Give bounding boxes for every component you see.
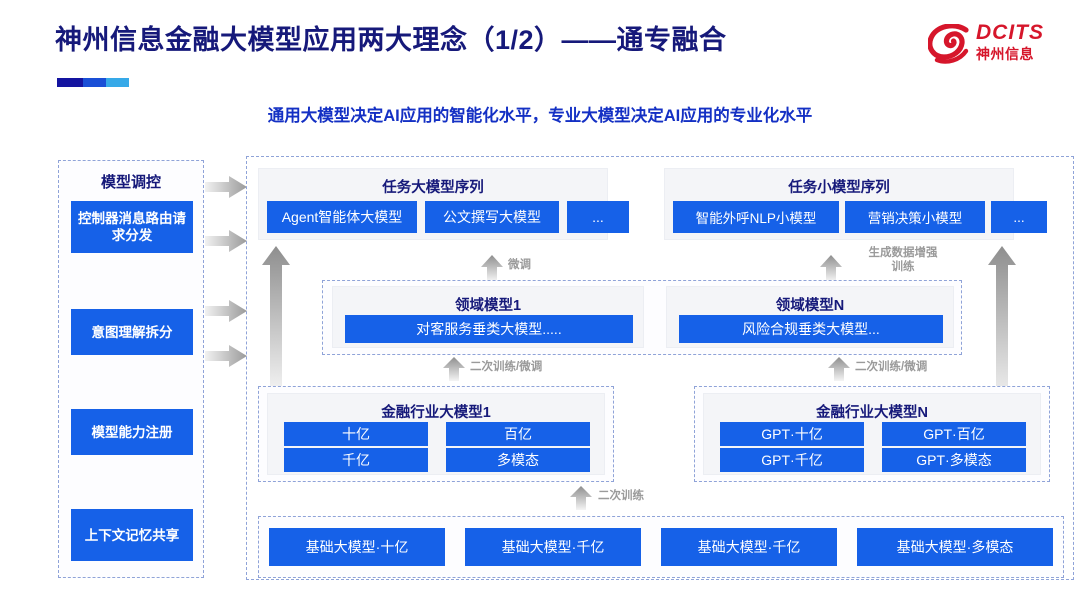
base-model-mm[interactable]: 基础大模型·多模态 — [857, 528, 1053, 566]
dcits-logo: DCITS 神州信息 — [928, 20, 1064, 72]
data-augment-arrow-icon — [820, 255, 842, 281]
page-title: 神州信息金融大模型应用两大理念（1/2）——通专融合 — [55, 25, 727, 55]
task-model-more-2[interactable]: ... — [991, 201, 1047, 233]
industry-1-item-100b[interactable]: 千亿 — [284, 448, 428, 472]
data-augment-label-line2: 训练 — [891, 261, 915, 273]
feed-arrow-icon-2 — [205, 230, 247, 252]
task-model-marketing[interactable]: 营销决策小模型 — [845, 201, 985, 233]
industry-n-item-10b[interactable]: GPT·百亿 — [882, 422, 1026, 446]
task-model-nlp-outbound[interactable]: 智能外呼NLP小模型 — [673, 201, 839, 233]
task-small-model-title: 任务小模型序列 — [788, 180, 890, 196]
industry-1-item-10b[interactable]: 百亿 — [446, 422, 590, 446]
logo-swirl-icon — [928, 24, 969, 64]
domain-model-1-item[interactable]: 对客服务垂类大模型..... — [345, 315, 633, 343]
long-flow-arrow-left-icon — [262, 246, 290, 394]
retrain-label: 二次训练 — [598, 490, 644, 502]
retrain-finetune-label-left: 二次训练/微调 — [470, 361, 543, 373]
task-large-model-panel: 任务大模型序列 Agent智能体大模型 公文撰写大模型 ... — [258, 168, 629, 240]
logo-cn-label: 神州信息 — [976, 46, 1034, 62]
industry-1-item-mm[interactable]: 多模态 — [446, 448, 590, 472]
base-model-100b[interactable]: 基础大模型·千亿 — [465, 528, 641, 566]
industry-model-n-frame: 金融行业大模型N GPT·十亿 GPT·百亿 GPT·千亿 GPT·多模态 — [694, 386, 1050, 482]
task-model-more[interactable]: ... — [567, 201, 629, 233]
domain-model-n-panel: 领域模型N 风险合规垂类大模型... — [666, 286, 954, 348]
industry-n-item-1b[interactable]: GPT·十亿 — [720, 422, 864, 446]
data-augment-label-line1: 生成数据增强 — [868, 247, 938, 259]
long-flow-arrow-right-icon — [988, 246, 1016, 406]
base-model-1b[interactable]: 基础大模型·十亿 — [269, 528, 445, 566]
industry-n-item-100b[interactable]: GPT·千亿 — [720, 448, 864, 472]
domain-model-1-panel: 领域模型1 对客服务垂类大模型..... — [332, 286, 644, 348]
domain-model-n-title: 领域模型N — [775, 298, 845, 314]
domain-model-n-item[interactable]: 风险合规垂类大模型... — [679, 315, 943, 343]
industry-model-n-panel: 金融行业大模型N GPT·十亿 GPT·百亿 GPT·千亿 GPT·多模态 — [703, 393, 1041, 475]
retrain-arrow-icon — [570, 486, 592, 510]
accent-bar — [57, 78, 129, 87]
industry-1-item-1b[interactable]: 十亿 — [284, 422, 428, 446]
industry-model-1-frame: 金融行业大模型1 十亿 百亿 千亿 多模态 — [258, 386, 614, 482]
logo-text-block: DCITS 神州信息 — [976, 22, 1044, 63]
logo-en-label: DCITS — [976, 21, 1044, 44]
architecture-frame — [246, 156, 1074, 580]
base-model-100b-2[interactable]: 基础大模型·千亿 — [661, 528, 837, 566]
control-column: 模型调控 控制器消息路由请求分发 意图理解拆分 模型能力注册 上下文记忆共享 — [58, 160, 204, 578]
control-item-intent[interactable]: 意图理解拆分 — [71, 309, 193, 355]
base-model-frame: 基础大模型·十亿 基础大模型·千亿 基础大模型·千亿 基础大模型·多模态 — [258, 516, 1064, 578]
industry-model-n-title: 金融行业大模型N — [816, 405, 928, 421]
page-subtitle: 通用大模型决定AI应用的智能化水平，专业大模型决定AI应用的专业化水平 — [267, 107, 813, 125]
feed-arrow-icon-4 — [205, 345, 247, 367]
industry-n-item-mm[interactable]: GPT·多模态 — [882, 448, 1026, 472]
control-column-title: 模型调控 — [100, 174, 161, 191]
retrain-finetune-arrow-right-icon — [828, 357, 850, 381]
task-small-model-panel: 任务小模型序列 智能外呼NLP小模型 营销决策小模型 ... — [664, 168, 1047, 240]
task-model-doc[interactable]: 公文撰写大模型 — [425, 201, 559, 233]
task-large-model-title: 任务大模型序列 — [382, 180, 484, 196]
control-item-registry[interactable]: 模型能力注册 — [71, 409, 193, 455]
feed-arrow-icon-1 — [205, 176, 247, 198]
fine-tune-label: 微调 — [508, 259, 531, 271]
feed-arrow-icon-3 — [205, 300, 247, 322]
domain-model-1-title: 领域模型1 — [454, 298, 522, 314]
industry-model-1-title: 金融行业大模型1 — [381, 405, 491, 421]
industry-model-1-panel: 金融行业大模型1 十亿 百亿 千亿 多模态 — [267, 393, 605, 475]
task-model-agent[interactable]: Agent智能体大模型 — [267, 201, 417, 233]
retrain-finetune-arrow-left-icon — [443, 357, 465, 381]
retrain-finetune-label-right: 二次训练/微调 — [855, 361, 928, 373]
control-item-context[interactable]: 上下文记忆共享 — [71, 509, 193, 561]
fine-tune-arrow-icon — [481, 255, 503, 281]
data-augment-label: 生成数据增强 训练 — [848, 246, 958, 274]
control-item-router[interactable]: 控制器消息路由请求分发 — [71, 201, 193, 253]
